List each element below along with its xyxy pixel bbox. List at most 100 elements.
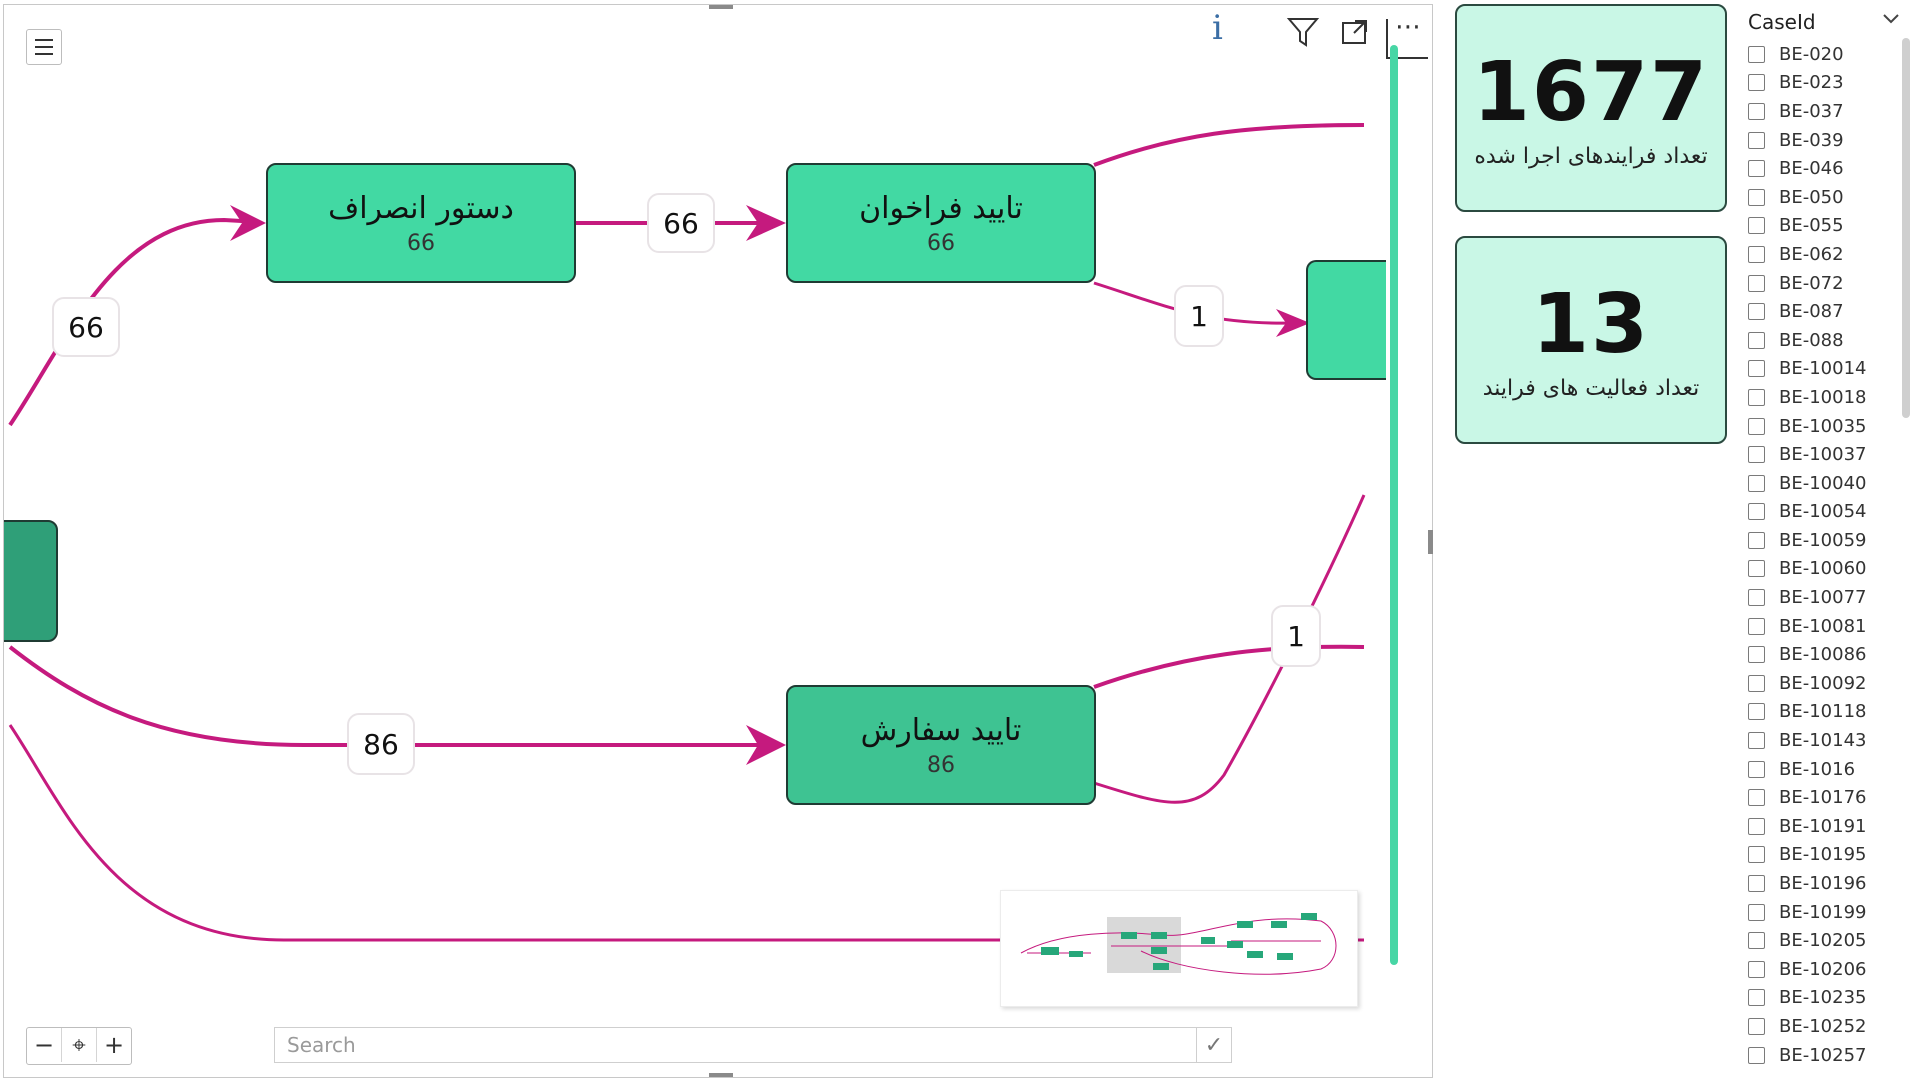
slicer-checkbox[interactable] — [1748, 789, 1765, 807]
search-confirm-button[interactable]: ✓ — [1196, 1028, 1231, 1062]
search-input[interactable] — [275, 1028, 1196, 1062]
slicer-item[interactable]: BE-10205 — [1740, 926, 1900, 955]
slicer-item[interactable]: BE-087 — [1740, 297, 1900, 326]
focus-mode-icon[interactable] — [1340, 17, 1370, 53]
slicer-item[interactable]: BE-037 — [1740, 97, 1900, 126]
slicer-item[interactable]: BE-050 — [1740, 183, 1900, 212]
slicer-checkbox[interactable] — [1748, 503, 1765, 521]
slicer-checkbox[interactable] — [1748, 388, 1765, 406]
activity-count: 86 — [927, 752, 955, 778]
slicer-checkbox[interactable] — [1748, 160, 1765, 178]
slicer-title: CaseId — [1748, 10, 1816, 34]
slicer-checkbox[interactable] — [1748, 217, 1765, 235]
process-map-canvas[interactable]: دستور انصراف 66 تایید فراخوان 66 تایید س… — [3, 4, 1433, 1078]
slicer-checkbox[interactable] — [1748, 760, 1765, 778]
edge-path — [8, 645, 774, 747]
slicer-scrollbar[interactable] — [1902, 38, 1910, 418]
filter-icon[interactable] — [1286, 15, 1320, 55]
slicer-checkbox[interactable] — [1748, 417, 1765, 435]
slicer-checkbox[interactable] — [1748, 331, 1765, 349]
minimap[interactable] — [1000, 890, 1358, 1007]
slicer-item[interactable]: BE-10054 — [1740, 498, 1900, 527]
slicer-checkbox[interactable] — [1748, 245, 1765, 263]
slicer-item[interactable]: BE-10191 — [1740, 812, 1900, 841]
slicer-checkbox[interactable] — [1748, 1046, 1765, 1064]
slicer-checkbox[interactable] — [1748, 875, 1765, 893]
slicer-item[interactable]: BE-10077 — [1740, 583, 1900, 612]
slicer-item[interactable]: BE-10196 — [1740, 869, 1900, 898]
chevron-down-icon[interactable] — [1880, 8, 1902, 30]
slicer-checkbox[interactable] — [1748, 131, 1765, 149]
slicer-checkbox[interactable] — [1748, 274, 1765, 292]
slicer-item[interactable]: BE-10037 — [1740, 440, 1900, 469]
slicer-item[interactable]: BE-046 — [1740, 154, 1900, 183]
slicer-checkbox[interactable] — [1748, 846, 1765, 864]
slicer-checkbox[interactable] — [1748, 531, 1765, 549]
slicer-checkbox[interactable] — [1748, 303, 1765, 321]
activity-node-partial[interactable] — [4, 520, 58, 642]
slicer-item[interactable]: BE-020 — [1740, 40, 1900, 69]
slicer-item[interactable]: BE-10086 — [1740, 640, 1900, 669]
slicer-item[interactable]: BE-10081 — [1740, 612, 1900, 641]
activity-node[interactable]: تایید سفارش 86 — [786, 685, 1096, 805]
slicer-checkbox[interactable] — [1748, 932, 1765, 950]
slicer-checkbox[interactable] — [1748, 646, 1765, 664]
slicer-checkbox[interactable] — [1748, 560, 1765, 578]
slicer-item[interactable]: BE-10040 — [1740, 469, 1900, 498]
slicer-item[interactable]: BE-10257 — [1740, 1041, 1900, 1070]
slicer-item[interactable]: BE-10060 — [1740, 555, 1900, 584]
slicer-item[interactable]: BE-10235 — [1740, 984, 1900, 1013]
slicer-item[interactable]: BE-10035 — [1740, 412, 1900, 441]
slicer-item-label: BE-037 — [1779, 100, 1844, 122]
slicer-item[interactable]: BE-10018 — [1740, 383, 1900, 412]
recenter-button[interactable]: ⌖ — [61, 1028, 96, 1062]
activity-node-partial[interactable] — [1306, 260, 1386, 380]
menu-button[interactable] — [26, 29, 62, 65]
slicer-checkbox[interactable] — [1748, 817, 1765, 835]
slicer-checkbox[interactable] — [1748, 903, 1765, 921]
slicer-checkbox[interactable] — [1748, 102, 1765, 120]
slicer-checkbox[interactable] — [1748, 960, 1765, 978]
slicer-item[interactable]: BE-10059 — [1740, 526, 1900, 555]
kpi-card-executed-processes: 1677 تعداد فرایندهای اجرا شده — [1455, 4, 1727, 212]
slicer-item[interactable]: BE-10118 — [1740, 698, 1900, 727]
slicer-item[interactable]: BE-10176 — [1740, 783, 1900, 812]
slicer-item[interactable]: BE-10092 — [1740, 669, 1900, 698]
slicer-checkbox[interactable] — [1748, 674, 1765, 692]
resize-handle[interactable] — [1428, 530, 1433, 554]
zoom-out-button[interactable]: − — [33, 1031, 55, 1059]
slicer-checkbox[interactable] — [1748, 45, 1765, 63]
slicer-item[interactable]: BE-072 — [1740, 269, 1900, 298]
slicer-item[interactable]: BE-10143 — [1740, 726, 1900, 755]
slicer-checkbox[interactable] — [1748, 589, 1765, 607]
slicer-checkbox[interactable] — [1748, 732, 1765, 750]
slicer-item[interactable]: BE-088 — [1740, 326, 1900, 355]
slicer-item-label: BE-10143 — [1779, 730, 1867, 752]
activity-node[interactable]: تایید فراخوان 66 — [786, 163, 1096, 283]
slicer-checkbox[interactable] — [1748, 188, 1765, 206]
slicer-item[interactable]: BE-039 — [1740, 126, 1900, 155]
slicer-item[interactable]: BE-10014 — [1740, 355, 1900, 384]
slicer-item[interactable]: BE-062 — [1740, 240, 1900, 269]
slicer-checkbox[interactable] — [1748, 703, 1765, 721]
slicer-checkbox[interactable] — [1748, 1017, 1765, 1035]
slicer-checkbox[interactable] — [1748, 360, 1765, 378]
slicer-item[interactable]: BE-10252 — [1740, 1012, 1900, 1041]
zoom-in-button[interactable]: + — [96, 1028, 131, 1062]
slicer-checkbox[interactable] — [1748, 446, 1765, 464]
slicer-item-label: BE-10037 — [1779, 444, 1867, 466]
vertical-scrollbar[interactable] — [1390, 45, 1398, 965]
slicer-item[interactable]: BE-1016 — [1740, 755, 1900, 784]
slicer-item[interactable]: BE-10199 — [1740, 898, 1900, 927]
slicer-item[interactable]: BE-055 — [1740, 212, 1900, 241]
slicer-checkbox[interactable] — [1748, 989, 1765, 1007]
slicer-item[interactable]: BE-023 — [1740, 69, 1900, 98]
info-icon[interactable]: i — [1212, 8, 1223, 48]
slicer-checkbox[interactable] — [1748, 617, 1765, 635]
slicer-checkbox[interactable] — [1748, 74, 1765, 92]
slicer-item[interactable]: BE-10206 — [1740, 955, 1900, 984]
activity-node[interactable]: دستور انصراف 66 — [266, 163, 576, 283]
more-options-icon[interactable]: ⋯ — [1386, 14, 1428, 59]
slicer-item[interactable]: BE-10195 — [1740, 841, 1900, 870]
slicer-checkbox[interactable] — [1748, 474, 1765, 492]
